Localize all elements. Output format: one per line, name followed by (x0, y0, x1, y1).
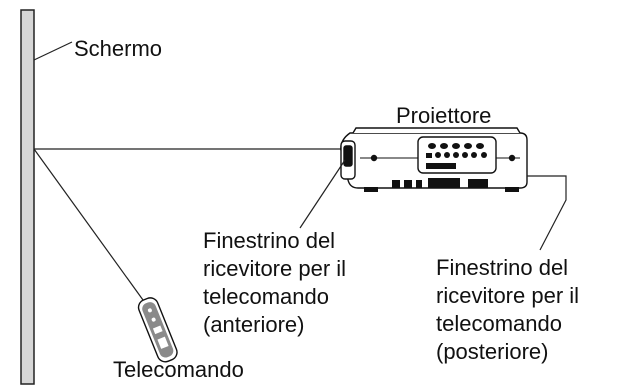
rear-window-line-2: ricevitore per il (436, 283, 580, 308)
remote-control-icon (137, 297, 178, 363)
projector-icon (340, 127, 528, 192)
remote-label: Telecomando (113, 357, 244, 382)
rear-window-leader-line (527, 175, 567, 251)
screen-label: Schermo (74, 36, 163, 61)
rear-receiver-window-label: Finestrino del ricevitore per il telecom… (436, 254, 579, 366)
front-window-line-3: telecomando (203, 284, 329, 309)
rear-window-line-3: telecomando (436, 311, 562, 336)
front-receiver-window-label: Finestrino del ricevitore per il telecom… (203, 227, 346, 339)
signal-line-remote (33, 148, 144, 301)
front-window-line-2: ricevitore per il (203, 256, 347, 281)
front-window-leader-line (299, 159, 346, 229)
screen-bar (20, 9, 35, 385)
rear-window-line-4: (posteriore) (436, 339, 549, 364)
screen-leader-line (33, 41, 73, 61)
rear-window-line-1: Finestrino del (436, 255, 569, 280)
projector-label: Proiettore (396, 103, 492, 128)
front-window-line-1: Finestrino del (203, 228, 336, 253)
front-window-line-4: (anteriore) (203, 312, 305, 337)
